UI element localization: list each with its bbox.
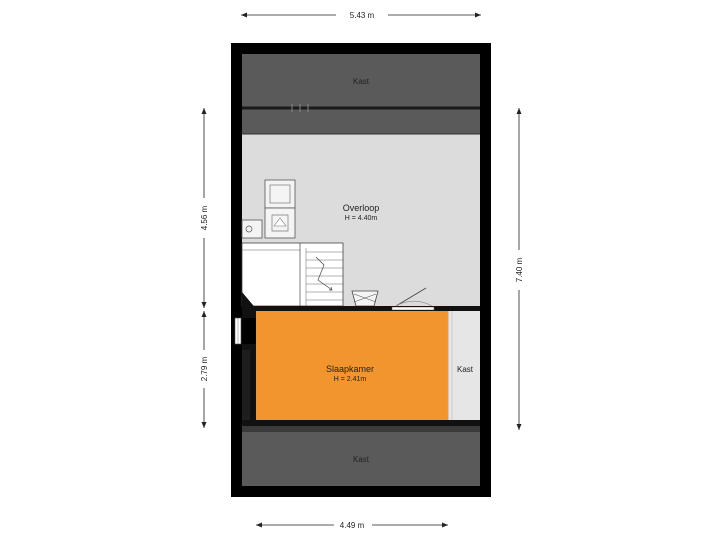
slaapkamer-floor (256, 311, 448, 420)
kast-bottom-area (242, 426, 480, 486)
dimension-left-lower-label: 2.79 m (200, 356, 209, 381)
room-label-kast-side: Kast (457, 365, 474, 374)
dimension-right-label: 7.40 m (515, 257, 524, 282)
dimension-left-upper-label: 4.56 m (200, 205, 209, 230)
stair-icon (299, 243, 343, 306)
dimension-top-label: 5.43 m (350, 11, 375, 20)
room-label-kast-top: Kast (353, 77, 370, 86)
washing-machine-icon (264, 207, 296, 239)
interior-wall-upper (242, 306, 392, 311)
corner-wall (242, 292, 258, 311)
kast-bottom-upper-band (242, 426, 480, 432)
door-threshold (391, 306, 435, 311)
slaapkamer-left-wall (242, 311, 256, 318)
room-label-kast-bottom: Kast (353, 455, 370, 464)
interior-wall-upper-right (434, 306, 480, 311)
kast-top-area (242, 54, 480, 134)
room-label-slaapkamer: Slaapkamer (326, 364, 374, 374)
dimension-bottom-label: 4.49 m (340, 521, 365, 530)
dimension-left-lower (201, 311, 207, 428)
interior-wall-lower (242, 420, 480, 426)
dimension-top (241, 12, 481, 18)
room-label-overloop: Overloop (343, 203, 380, 213)
boiler-icon (241, 219, 263, 239)
bedroom-door-swing (395, 287, 433, 307)
kast-side-floor (448, 311, 480, 420)
dryer-icon (264, 179, 296, 209)
slaapkamer-left-eave (242, 350, 250, 420)
dimension-right (516, 108, 522, 430)
stair-opening (241, 242, 344, 307)
room-height-overloop: H = 4.40m (345, 215, 378, 222)
dimension-left-upper (201, 108, 207, 308)
dimension-bottom (256, 522, 448, 528)
drying-rack-icon (351, 290, 379, 307)
room-height-slaapkamer: H = 2.41m (334, 376, 367, 383)
